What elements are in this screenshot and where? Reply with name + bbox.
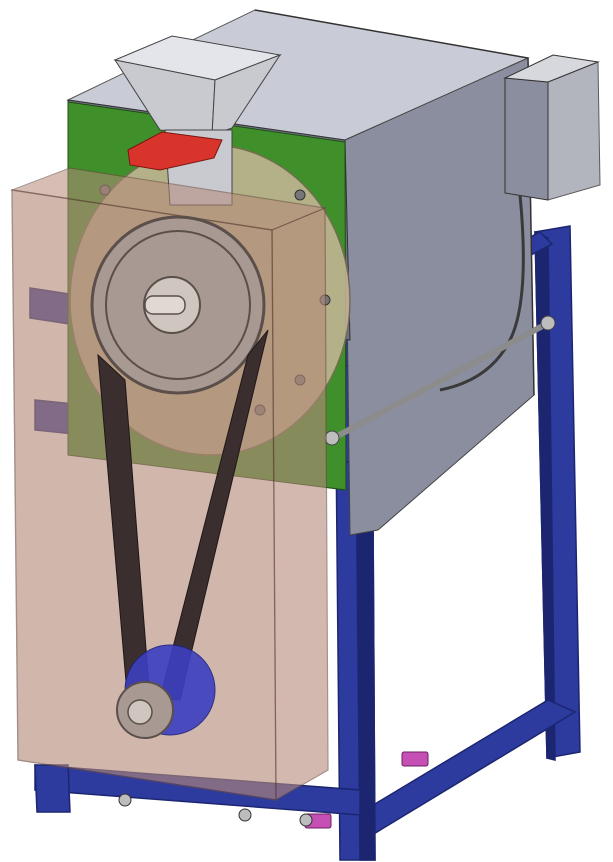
electrical-box: [439, 54, 601, 392]
base-bracket: [401, 751, 429, 767]
housing-side: [344, 57, 535, 536]
rod-nut: [540, 315, 556, 331]
bottom-rail-diagonal: [343, 699, 577, 836]
base-bolt: [118, 793, 132, 807]
base-bolt: [238, 808, 252, 822]
ebox-side: [547, 61, 601, 201]
rod-nut: [324, 430, 340, 446]
ebox-front: [504, 77, 549, 201]
motor-pulley-hub: [127, 699, 153, 725]
hopper-body-right: [211, 53, 282, 136]
guard-side: [271, 207, 329, 802]
left-foot: [34, 764, 71, 813]
rod-line: [328, 319, 552, 443]
drive-shaft: [144, 295, 186, 315]
housing-edge: [254, 9, 535, 396]
red-bracket: [127, 131, 223, 171]
base-brackets: [118, 751, 429, 829]
ebox-top: [503, 54, 600, 83]
tie-rod: [324, 315, 556, 446]
ebox-cable: [439, 194, 525, 392]
drive-pulley-groove: [105, 230, 251, 380]
mill-bolt: [294, 189, 306, 201]
drive-system: [90, 215, 269, 739]
base-bolt: [299, 813, 313, 827]
